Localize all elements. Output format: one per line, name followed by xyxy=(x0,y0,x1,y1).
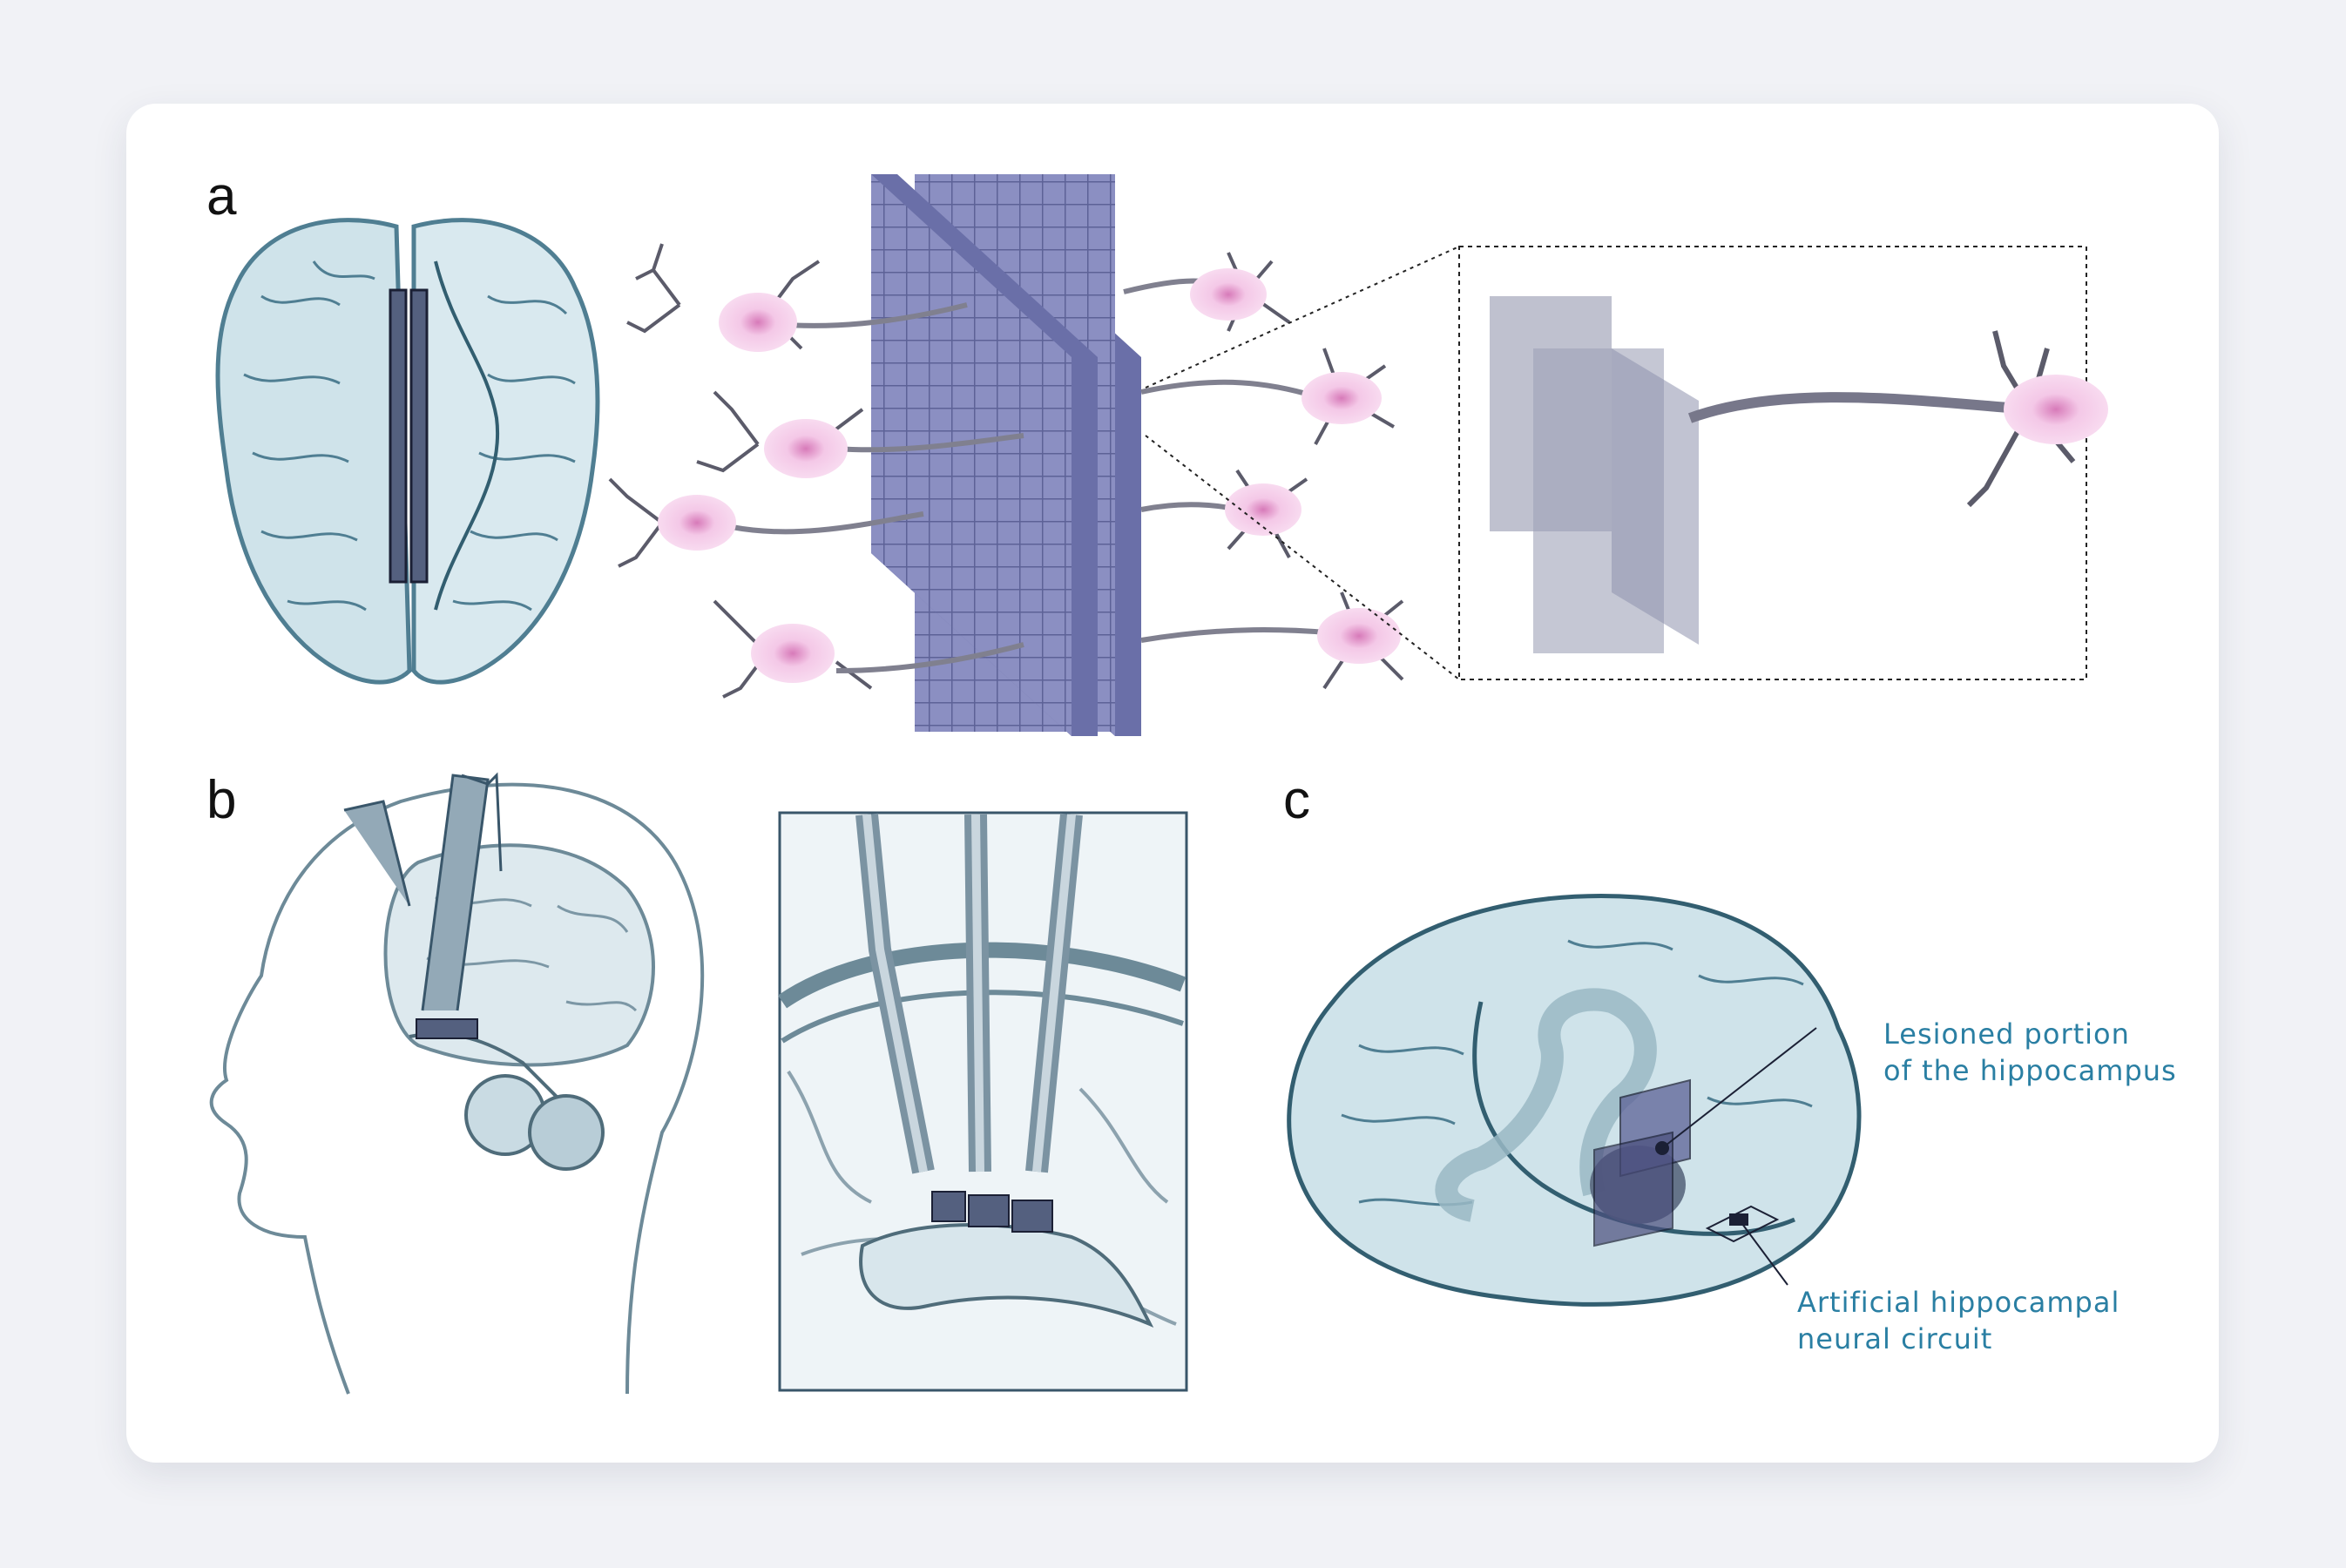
panel-label-a: a xyxy=(206,166,237,226)
panel-label-b: b xyxy=(206,770,237,830)
magnified-view-content xyxy=(777,813,1187,1328)
neuron-somas-right xyxy=(1190,268,1401,664)
neuron-somas-left xyxy=(658,293,848,683)
panel-label-c: c xyxy=(1283,770,1310,830)
brain-lateral-view xyxy=(1287,894,1862,1307)
callout-artificial-circuit: Artificial hippocampal neural circuit xyxy=(1797,1286,2120,1355)
neurons-left xyxy=(608,243,1024,699)
callout-lesioned-hippocampus: Lesioned portion of the hippocampus xyxy=(1883,1017,2177,1087)
panel-b xyxy=(209,772,1188,1395)
brain-top-view xyxy=(215,218,600,685)
implant-strip-left xyxy=(389,288,408,584)
panel-c xyxy=(1287,894,1862,1307)
zoom-indicator xyxy=(1145,246,1460,680)
implant-strip-right xyxy=(409,288,429,584)
callout-lines xyxy=(1661,1027,1817,1286)
panel-a xyxy=(215,174,2108,736)
head-implant xyxy=(343,772,503,1039)
zoom-inset-content xyxy=(1490,296,2108,653)
